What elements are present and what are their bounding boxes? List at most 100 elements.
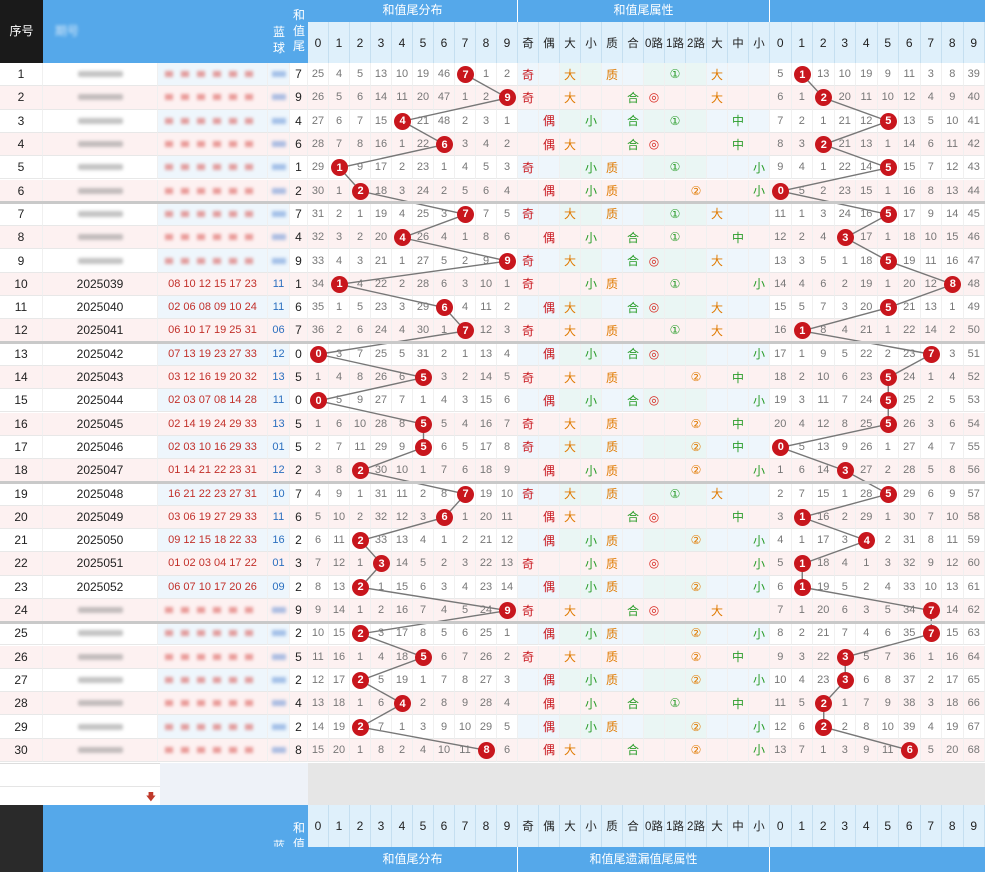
miss2-cell: 39	[899, 715, 921, 739]
miss2-cell: 47	[963, 249, 985, 273]
attr-cell: 质	[602, 272, 623, 296]
sum-tail-cell: 5	[290, 435, 308, 460]
miss2-cell: 28	[856, 482, 878, 506]
blue-ball-cell	[268, 179, 290, 203]
dist-cell: 26	[476, 645, 497, 669]
sum-tail-cell: 9	[290, 86, 308, 110]
attr-cell: 小	[581, 109, 602, 133]
diff-ball: 5	[879, 392, 897, 410]
attr-cell: ◎	[644, 249, 665, 273]
diff-ball: 5	[879, 369, 897, 387]
miss2-cell: 2	[856, 575, 878, 599]
attr-cell: 中	[728, 132, 749, 157]
miss2-cell: 4	[942, 365, 964, 390]
red-balls-cell	[158, 645, 268, 669]
miss2-cell: 1	[791, 342, 813, 366]
miss2-cell: 14	[770, 272, 792, 296]
attr-cell: 合	[623, 86, 644, 110]
miss2-cell: 10	[942, 505, 964, 529]
issue-cell	[43, 738, 158, 762]
dist-cell: 1	[455, 226, 476, 250]
attr-cell	[539, 63, 560, 87]
dist-cell: 30	[413, 319, 434, 343]
empty-left: 🡇	[0, 763, 160, 805]
seq-cell: 28	[0, 692, 43, 716]
miss2-cell: 51	[963, 342, 985, 366]
sum-tail-cell: 2	[290, 715, 308, 739]
group-separator	[0, 341, 985, 345]
miss2-cell: 1	[877, 319, 899, 343]
blue-ball-cell: 12	[268, 459, 290, 483]
miss2-cell: 20	[834, 86, 856, 110]
dist-cell: 23	[413, 156, 434, 180]
seq-cell: 26	[0, 645, 43, 669]
issue-cell: 2025051	[43, 552, 158, 576]
miss2-cell: 64	[963, 645, 985, 669]
dist-cell: 3	[434, 365, 455, 390]
dist-cell: 8	[497, 435, 518, 460]
attr-cell	[686, 226, 707, 250]
dist-cell: 10	[434, 738, 455, 762]
foot-right-group	[770, 847, 985, 872]
attr-cell: ②	[686, 715, 707, 739]
dist-cell: 19	[392, 668, 413, 693]
miss2-cell: 5	[834, 342, 856, 366]
miss2-cell: 20	[813, 598, 835, 623]
seq-cell: 9	[0, 249, 43, 273]
miss2-cell: 23	[899, 342, 921, 366]
group-separator	[0, 201, 985, 205]
attr-cell	[686, 319, 707, 343]
issue-blur	[77, 187, 123, 194]
dist-cell: 4	[497, 179, 518, 203]
attr-cell	[707, 132, 728, 157]
dist-cell: 16	[329, 645, 350, 669]
miss2-cell: 1	[877, 179, 899, 203]
attr-cell: 奇	[518, 249, 539, 273]
dist-cell: 14	[329, 598, 350, 623]
attr-cell: ②	[686, 645, 707, 669]
reds-blur	[165, 210, 260, 217]
attr-cell: 质	[602, 63, 623, 87]
dist-cell: 4	[392, 319, 413, 343]
attr-cell	[644, 692, 665, 716]
dist-cell: 1	[497, 272, 518, 296]
attr-cell	[623, 412, 644, 436]
attr-cell	[602, 342, 623, 366]
dist-cell: 32	[308, 226, 329, 250]
attr-cell	[665, 132, 686, 157]
attr-cell	[623, 668, 644, 693]
dist-cell: 2	[497, 645, 518, 669]
dist-cell: 6	[329, 412, 350, 436]
seq-cell: 30	[0, 738, 43, 762]
sum-tail-cell: 5	[290, 412, 308, 436]
attr-cell	[518, 715, 539, 739]
miss2-cell: 4	[856, 622, 878, 646]
sub-digit2-3: 3	[834, 22, 856, 63]
attr-cell	[728, 156, 749, 180]
scroll-down-icon[interactable]: 🡇	[145, 792, 156, 803]
foot-attr-9: 大	[707, 805, 728, 847]
sum-tail-cell: 3	[290, 552, 308, 576]
attr-cell	[686, 109, 707, 133]
foot-attr-4: 质	[602, 805, 623, 847]
miss2-cell: 4	[791, 272, 813, 296]
miss2-cell: 58	[963, 505, 985, 529]
attr-cell	[539, 412, 560, 436]
dist-cell: 6	[497, 738, 518, 762]
issue-cell	[43, 179, 158, 203]
attr-cell	[539, 482, 560, 506]
miss2-cell: 56	[963, 459, 985, 483]
attr-cell	[665, 435, 686, 460]
seq-cell: 4	[0, 132, 43, 157]
tail-ball: 2	[352, 671, 369, 689]
red-balls-cell: 09 12 15 18 22 33	[158, 529, 268, 553]
attr-cell	[623, 715, 644, 739]
miss2-cell: 31	[899, 529, 921, 553]
miss2-cell: 1	[920, 645, 942, 669]
attr-cell: 小	[749, 715, 770, 739]
miss2-cell: 2	[942, 319, 964, 343]
miss2-cell: 3	[813, 202, 835, 227]
diff-ball: 7	[922, 625, 940, 643]
attr-cell	[644, 435, 665, 460]
miss2-cell: 6	[813, 272, 835, 296]
